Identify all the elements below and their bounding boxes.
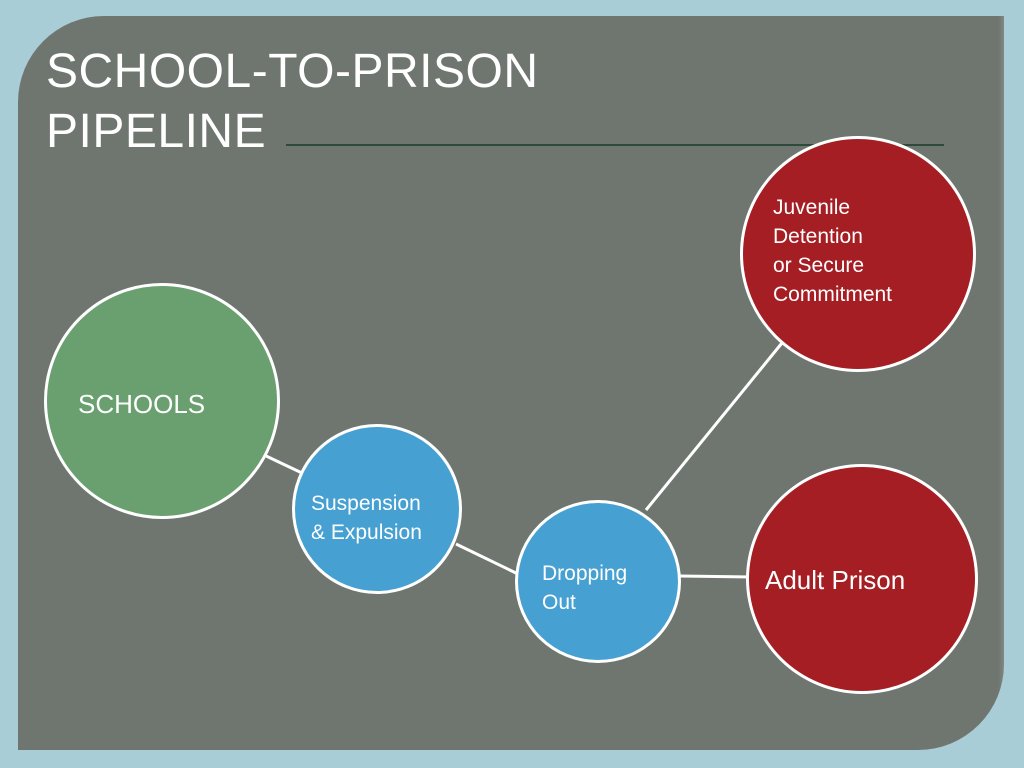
node-juvenile-label: Juvenile Detention or Secure Commitment [773, 196, 893, 306]
slide-title: SCHOOL-TO-PRISON PIPELINE [46, 45, 539, 158]
title-underline [286, 144, 944, 146]
node-dropping-out: Dropping Out [515, 500, 681, 663]
node-juvenile-detention: Juvenile Detention or Secure Commitment [740, 136, 976, 372]
node-suspension-expulsion: Suspension & Expulsion [292, 424, 462, 594]
node-schools-label: SCHOOLS [78, 389, 206, 419]
node-dropping-label: Dropping Out [542, 562, 628, 614]
node-suspension-label: Suspension & Expulsion [311, 492, 422, 544]
node-adult-label: Adult Prison [765, 565, 906, 595]
node-schools: SCHOOLS [44, 283, 280, 519]
node-adult-prison: Adult Prison [746, 464, 978, 694]
